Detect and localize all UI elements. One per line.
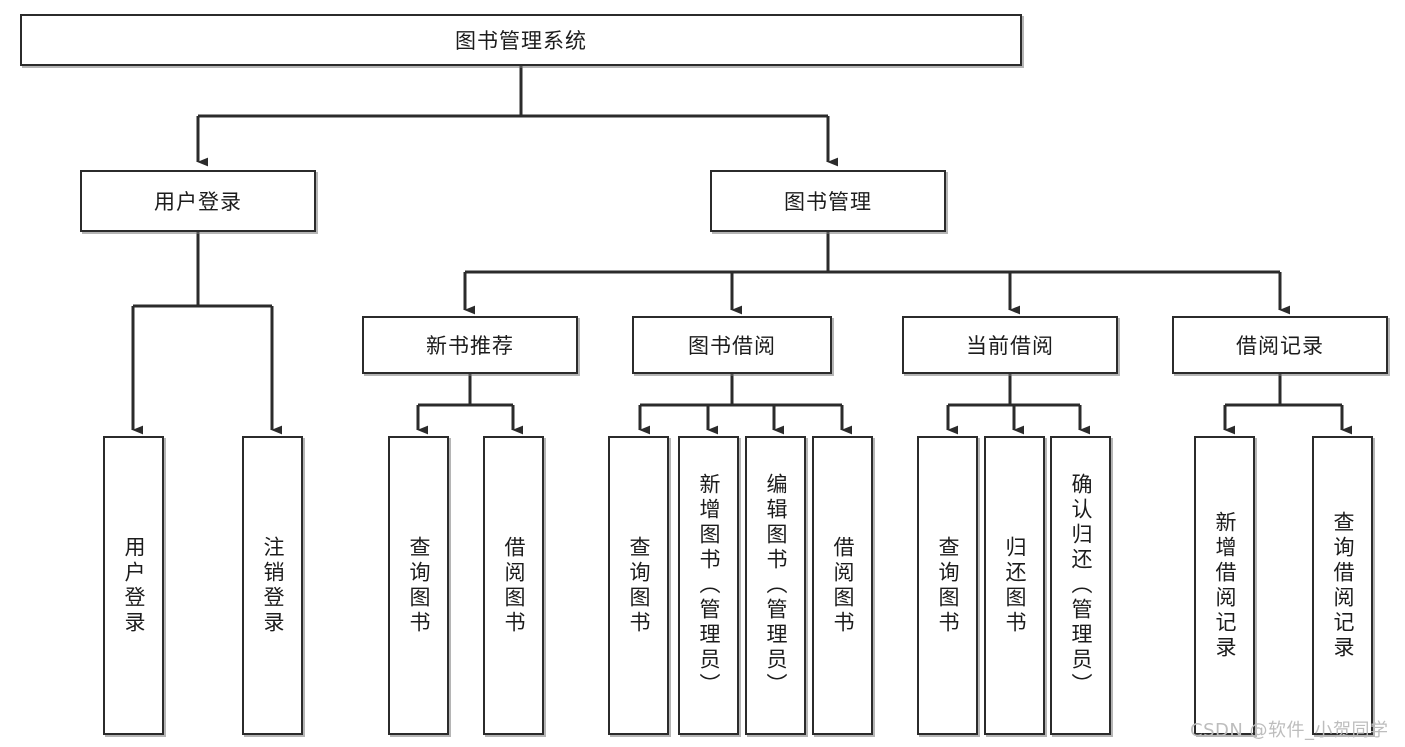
node-root-book-management-system[interactable]: 图书管理系统 — [20, 14, 1022, 66]
node-label: 确认归还（管理员） — [1069, 473, 1093, 698]
node-label: 归还图书 — [1003, 535, 1027, 636]
leaf-borrow-book[interactable]: 借阅图书 — [812, 436, 873, 735]
node-label: 新书推荐 — [426, 334, 514, 358]
node-label: 注销登录 — [261, 535, 285, 636]
node-label: 借阅图书 — [502, 535, 526, 636]
node-label: 借阅记录 — [1236, 334, 1324, 358]
leaf-logout-login[interactable]: 注销登录 — [242, 436, 303, 735]
leaf-return-book[interactable]: 归还图书 — [984, 436, 1045, 735]
node-label: 查询借阅记录 — [1331, 510, 1355, 661]
node-borrow-record[interactable]: 借阅记录 — [1172, 316, 1388, 374]
node-label: 查询图书 — [407, 535, 431, 636]
node-label: 当前借阅 — [966, 334, 1054, 358]
node-label: 用户登录 — [122, 535, 146, 636]
node-label: 编辑图书（管理员） — [764, 473, 788, 698]
leaf-query-borrow-record[interactable]: 查询借阅记录 — [1312, 436, 1373, 735]
leaf-confirm-return-admin[interactable]: 确认归还（管理员） — [1050, 436, 1111, 735]
leaf-query-book-recommend[interactable]: 查询图书 — [388, 436, 449, 735]
node-label: 图书借阅 — [688, 334, 776, 358]
node-label: 图书管理系统 — [455, 29, 587, 53]
leaf-add-borrow-record[interactable]: 新增借阅记录 — [1194, 436, 1255, 735]
node-new-book-recommend[interactable]: 新书推荐 — [362, 316, 578, 374]
node-current-borrow[interactable]: 当前借阅 — [902, 316, 1118, 374]
leaf-query-book-borrow[interactable]: 查询图书 — [608, 436, 669, 735]
node-label: 图书管理 — [784, 190, 872, 214]
node-label: 查询图书 — [627, 535, 651, 636]
leaf-user-login[interactable]: 用户登录 — [103, 436, 164, 735]
node-label: 新增借阅记录 — [1213, 510, 1237, 661]
node-book-manage[interactable]: 图书管理 — [710, 170, 946, 232]
leaf-add-book-admin[interactable]: 新增图书（管理员） — [678, 436, 739, 735]
leaf-borrow-book-recommend[interactable]: 借阅图书 — [483, 436, 544, 735]
node-book-borrow[interactable]: 图书借阅 — [632, 316, 832, 374]
node-label: 借阅图书 — [831, 535, 855, 636]
node-label: 新增图书（管理员） — [697, 473, 721, 698]
node-user-login[interactable]: 用户登录 — [80, 170, 316, 232]
node-label: 用户登录 — [154, 190, 242, 214]
node-label: 查询图书 — [936, 535, 960, 636]
leaf-query-book-current[interactable]: 查询图书 — [917, 436, 978, 735]
leaf-edit-book-admin[interactable]: 编辑图书（管理员） — [745, 436, 806, 735]
